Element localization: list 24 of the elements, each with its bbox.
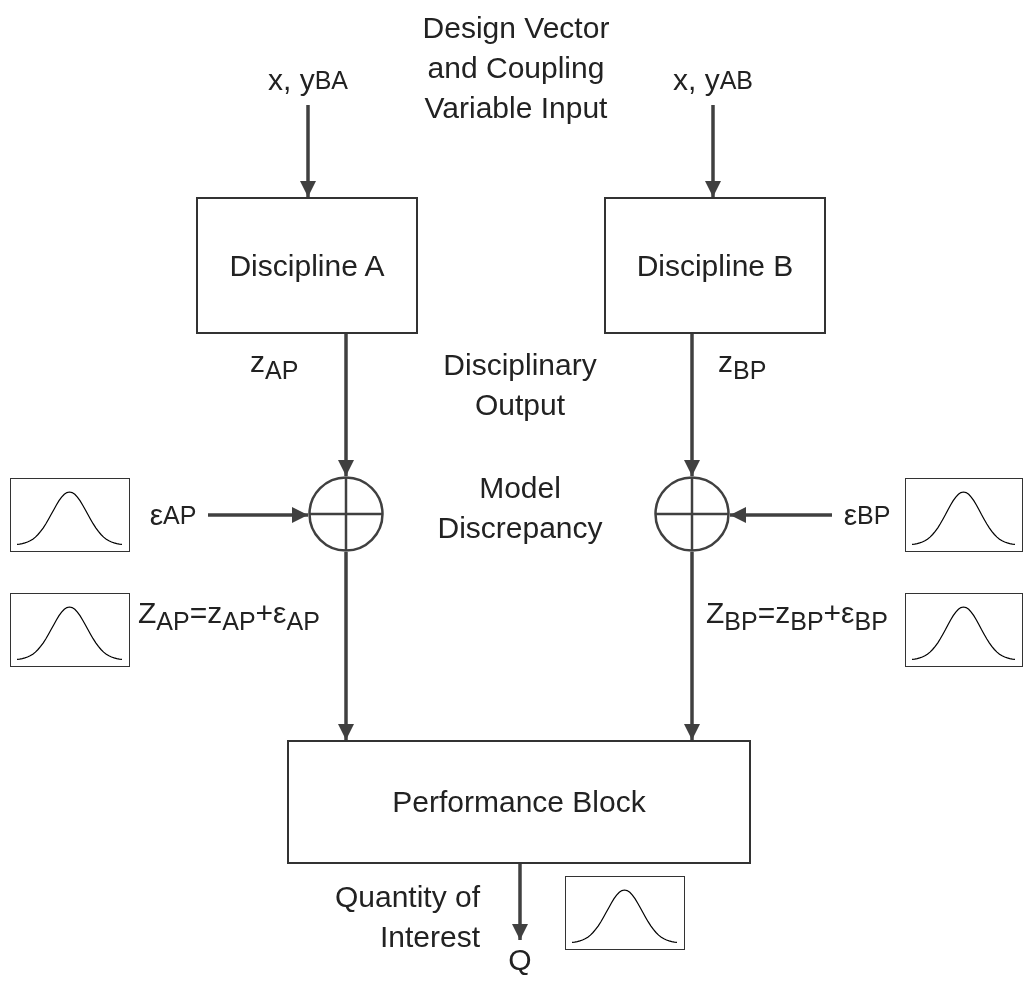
arrow bbox=[338, 552, 354, 740]
distribution-plot bbox=[905, 478, 1023, 552]
annotation-text: Design Vector and Coupling Variable Input bbox=[421, 10, 611, 126]
arrow bbox=[208, 507, 308, 523]
annotation-text: Quantity of Interest bbox=[333, 879, 480, 955]
distribution-plot bbox=[10, 478, 130, 552]
arrow bbox=[300, 105, 316, 197]
variable-label: Q bbox=[504, 940, 536, 980]
annotation-text: Model Discrepancy bbox=[436, 470, 604, 546]
arrow bbox=[512, 864, 528, 940]
arrow bbox=[705, 105, 721, 197]
summing-junction bbox=[654, 476, 730, 552]
distribution-plot bbox=[565, 876, 685, 950]
distribution-plot bbox=[905, 593, 1023, 667]
arrow bbox=[684, 552, 700, 740]
process-box: Discipline A bbox=[196, 197, 418, 334]
arrow bbox=[684, 334, 700, 476]
process-box: Performance Block bbox=[287, 740, 751, 864]
arrow bbox=[730, 507, 832, 523]
summing-junction bbox=[308, 476, 384, 552]
distribution-plot bbox=[10, 593, 130, 667]
process-box: Discipline B bbox=[604, 197, 826, 334]
annotation-text: Disciplinary Output bbox=[442, 347, 598, 423]
arrow bbox=[338, 334, 354, 476]
